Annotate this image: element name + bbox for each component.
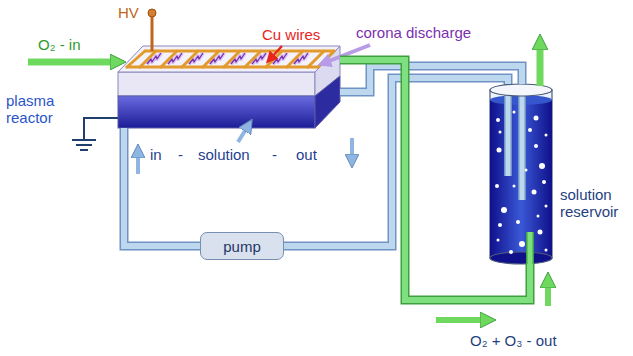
node-label: solution reservoir bbox=[560, 186, 628, 220]
part-label: corona discharge bbox=[356, 24, 471, 41]
flow-arrow bbox=[350, 138, 354, 160]
label-holder: out bbox=[296, 146, 317, 163]
flow-label: solution bbox=[198, 146, 250, 163]
label-holder: O₂ + O₃ - out bbox=[470, 332, 557, 349]
label-holder: HV bbox=[118, 4, 139, 21]
tube-wall bbox=[340, 60, 530, 300]
tube-core bbox=[124, 128, 200, 246]
liquid-tube bbox=[284, 78, 508, 246]
flow-label: out bbox=[296, 146, 317, 163]
label-holder: in bbox=[150, 146, 162, 163]
hv-terminal bbox=[148, 9, 156, 51]
reservoir-cylinder bbox=[490, 84, 552, 264]
tube-wall bbox=[284, 78, 508, 246]
tube-wall bbox=[124, 128, 200, 246]
node-label: pump bbox=[223, 238, 261, 255]
flow-arrow bbox=[136, 152, 140, 174]
flow-label: in bbox=[150, 146, 162, 163]
label-holder: Cu wires bbox=[262, 26, 320, 43]
reactor-box: plasma reactor bbox=[118, 46, 340, 128]
gas-flow-arrow bbox=[537, 44, 544, 86]
label-holder: - bbox=[272, 146, 277, 163]
gas-label: O₂ - in bbox=[38, 36, 81, 53]
label-holder: solution bbox=[198, 146, 250, 163]
reactor-box bbox=[118, 46, 340, 128]
reservoir-box: solution reservoir bbox=[490, 84, 552, 264]
tube-core bbox=[340, 60, 530, 300]
separator: - bbox=[272, 146, 277, 163]
gas-tube bbox=[340, 60, 530, 300]
flow-arrow bbox=[238, 126, 248, 142]
label-holder: - bbox=[178, 146, 183, 163]
separator: - bbox=[178, 146, 183, 163]
label-holder: corona discharge bbox=[356, 24, 471, 41]
part-label: Cu wires bbox=[262, 26, 320, 43]
liquid-tube bbox=[124, 128, 200, 246]
bubbles bbox=[495, 111, 548, 255]
tube-core bbox=[284, 78, 508, 246]
cu-wires bbox=[127, 51, 334, 67]
terminal-label: HV bbox=[118, 4, 139, 21]
ground-symbol bbox=[72, 118, 118, 150]
pump-box: pump bbox=[200, 232, 284, 260]
gas-label: O₂ + O₃ - out bbox=[470, 332, 557, 349]
pointer-arrow bbox=[270, 46, 282, 59]
node-label: plasma reactor bbox=[6, 92, 70, 126]
gas-flow-arrow bbox=[436, 317, 486, 323]
label-holder: O₂ - in bbox=[38, 36, 81, 53]
gas-flow-arrow bbox=[28, 59, 116, 66]
gas-flow-arrow bbox=[545, 282, 551, 306]
